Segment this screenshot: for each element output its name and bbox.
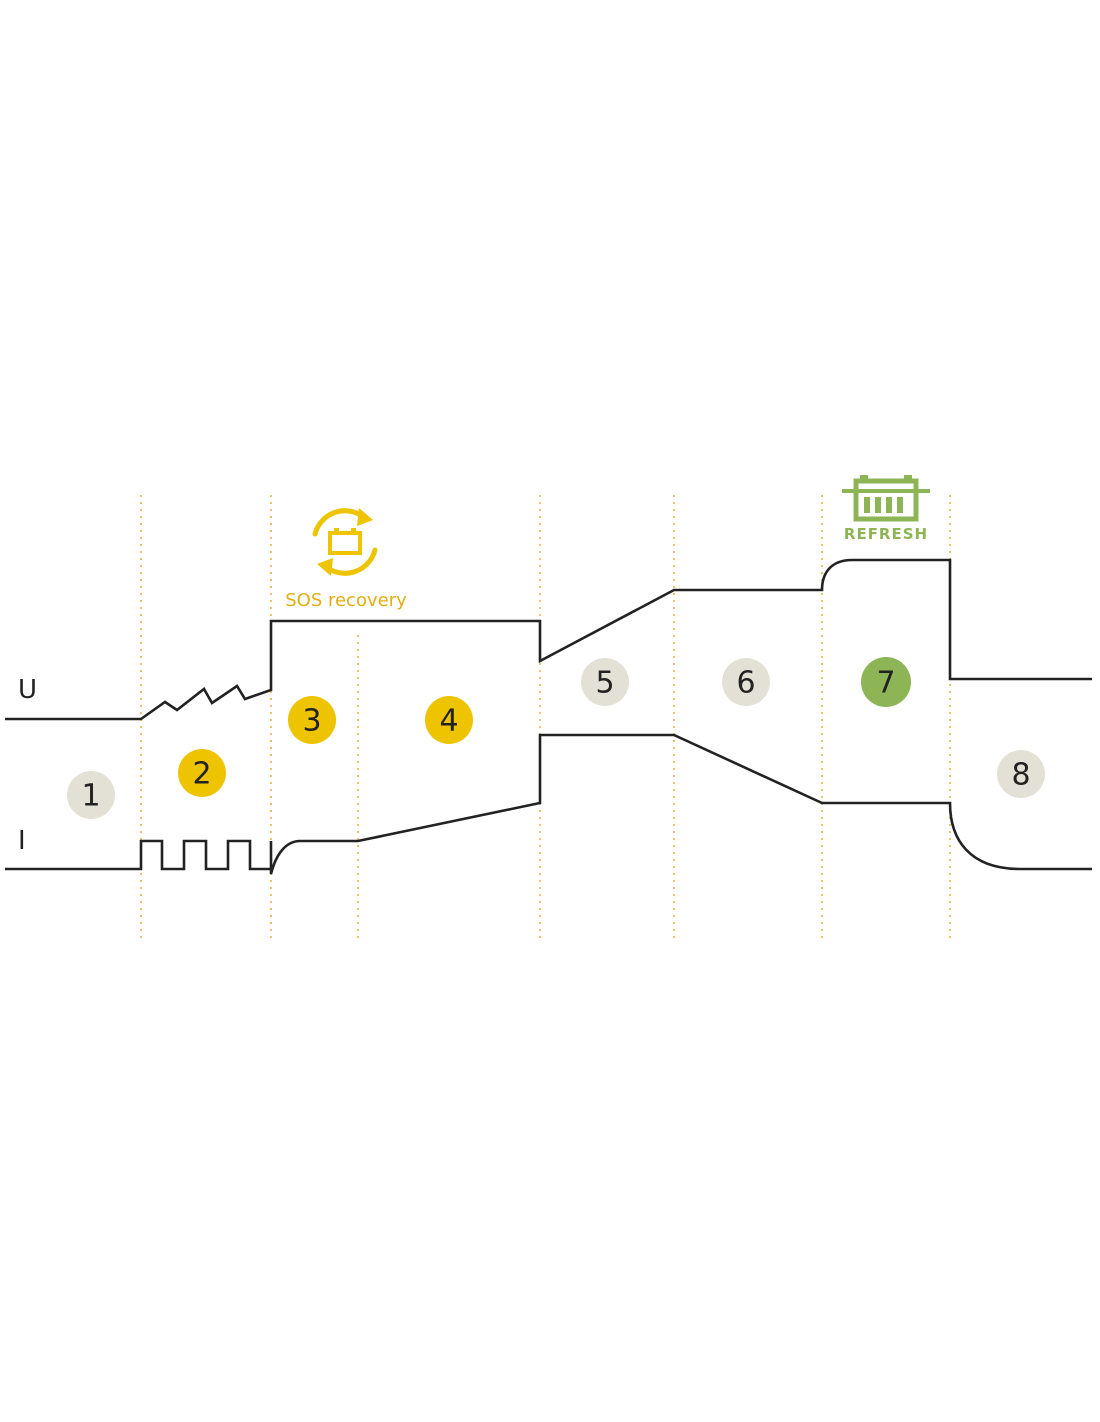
step-number: 2 — [192, 757, 211, 792]
refresh-label: REFRESH — [844, 525, 928, 543]
step-number: 3 — [302, 704, 321, 739]
step-badge-circle — [288, 696, 336, 744]
voltage-curve — [5, 558, 1092, 721]
stage-dividers — [140, 495, 951, 940]
sos-recovery-label: SOS recovery — [285, 590, 407, 611]
step-badge-circle — [861, 657, 911, 707]
battery-recycle-icon — [312, 508, 378, 576]
current-curve — [5, 733, 1092, 875]
step-badge-6: 6 — [722, 658, 770, 706]
step-badge-1: 1 — [67, 771, 115, 819]
step-badge-circle — [997, 750, 1045, 798]
battery-refresh-icon — [842, 475, 930, 522]
step-badge-7: 7 — [861, 657, 911, 707]
step-number: 6 — [736, 666, 755, 701]
step-badge-circle — [722, 658, 770, 706]
current-axis-label: I — [18, 826, 26, 856]
step-badge-3: 3 — [288, 696, 336, 744]
step-badge-8: 8 — [997, 750, 1045, 798]
voltage-axis-label: U — [18, 675, 37, 705]
step-badge-circle — [178, 749, 226, 797]
step-badge-2: 2 — [178, 749, 226, 797]
step-badge-circle — [67, 771, 115, 819]
step-badge-5: 5 — [581, 658, 629, 706]
step-badge-circle — [425, 696, 473, 744]
step-number: 1 — [81, 779, 100, 814]
step-badge-4: 4 — [425, 696, 473, 744]
step-number: 5 — [595, 666, 614, 701]
step-number: 7 — [876, 666, 895, 701]
step-number: 4 — [439, 704, 458, 739]
step-number: 8 — [1011, 758, 1030, 793]
step-badge-circle — [581, 658, 629, 706]
